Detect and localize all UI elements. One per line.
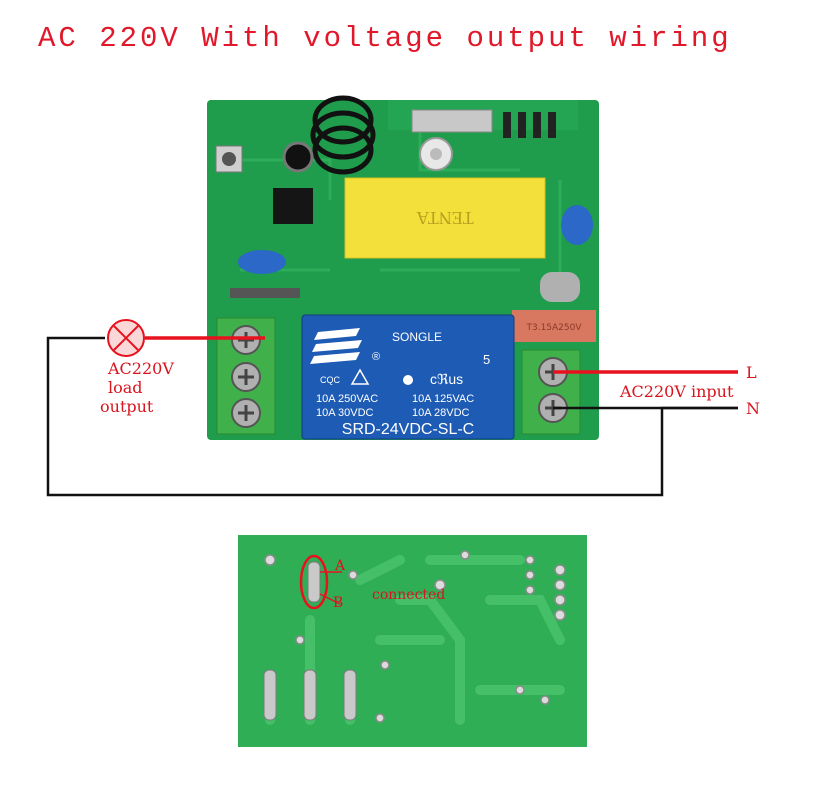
electrolytic-capacitor xyxy=(282,141,314,173)
input-terminal-block xyxy=(521,349,581,435)
relay-model: SRD-24VDC-SL-C xyxy=(342,421,474,438)
varistor xyxy=(238,250,286,274)
input-label: AC220V input xyxy=(619,382,734,401)
bridge-circle-marker xyxy=(299,554,329,610)
rating-left-1: 10A 250VAC xyxy=(316,393,378,405)
rating-right-1: 10A 125VAC xyxy=(412,393,474,405)
transformer xyxy=(344,177,546,259)
lamp-label-line2: load xyxy=(108,378,143,397)
transformer-marking: TENTA xyxy=(416,208,474,228)
top-pcb-board: TENTA T3.15A250V xyxy=(207,95,599,440)
lamp-label-line1: AC220V xyxy=(107,359,174,378)
registered-mark: ® xyxy=(372,351,380,363)
diode xyxy=(230,288,300,298)
relay-dot xyxy=(403,375,413,385)
relay-brand: SONGLE xyxy=(392,330,442,344)
lamp-icon xyxy=(107,319,145,357)
wiring xyxy=(46,319,738,497)
pin-header xyxy=(503,112,556,138)
ceramic-resistor xyxy=(540,272,580,302)
ul-mark: cℜus xyxy=(430,371,463,387)
connected-label: connected xyxy=(372,587,445,603)
solder-bridge xyxy=(307,561,321,603)
output-terminal-block xyxy=(216,317,276,435)
bottom-pcb-board: A B connected xyxy=(238,535,587,747)
fuse-marking: T3.15A250V xyxy=(525,323,582,333)
cqc-mark: CQC xyxy=(320,375,341,385)
antenna-coil xyxy=(310,95,376,175)
lamp-label-line3: output xyxy=(100,397,154,416)
rating-right-2: 10A 28VDC xyxy=(412,407,470,419)
ul-number: 5 xyxy=(483,352,490,367)
terminal-l-label: L xyxy=(746,363,757,382)
warning-triangle-icon xyxy=(350,368,370,385)
point-a-label: A xyxy=(334,558,346,574)
x-capacitor xyxy=(561,205,593,245)
fuse xyxy=(512,310,596,342)
rating-left-2: 10A 30VDC xyxy=(316,407,374,419)
ic-chip xyxy=(273,188,313,224)
songle-logo-icon xyxy=(310,328,362,364)
diagram-title: AC 220V With voltage output wiring xyxy=(38,22,732,55)
crystal-oscillator xyxy=(411,109,493,133)
point-b-label: B xyxy=(333,595,343,611)
terminal-n-label: N xyxy=(746,399,760,418)
relay: SONGLE ® CQC cℜus 5 10A 250VAC 10A 30VDC… xyxy=(301,314,515,440)
